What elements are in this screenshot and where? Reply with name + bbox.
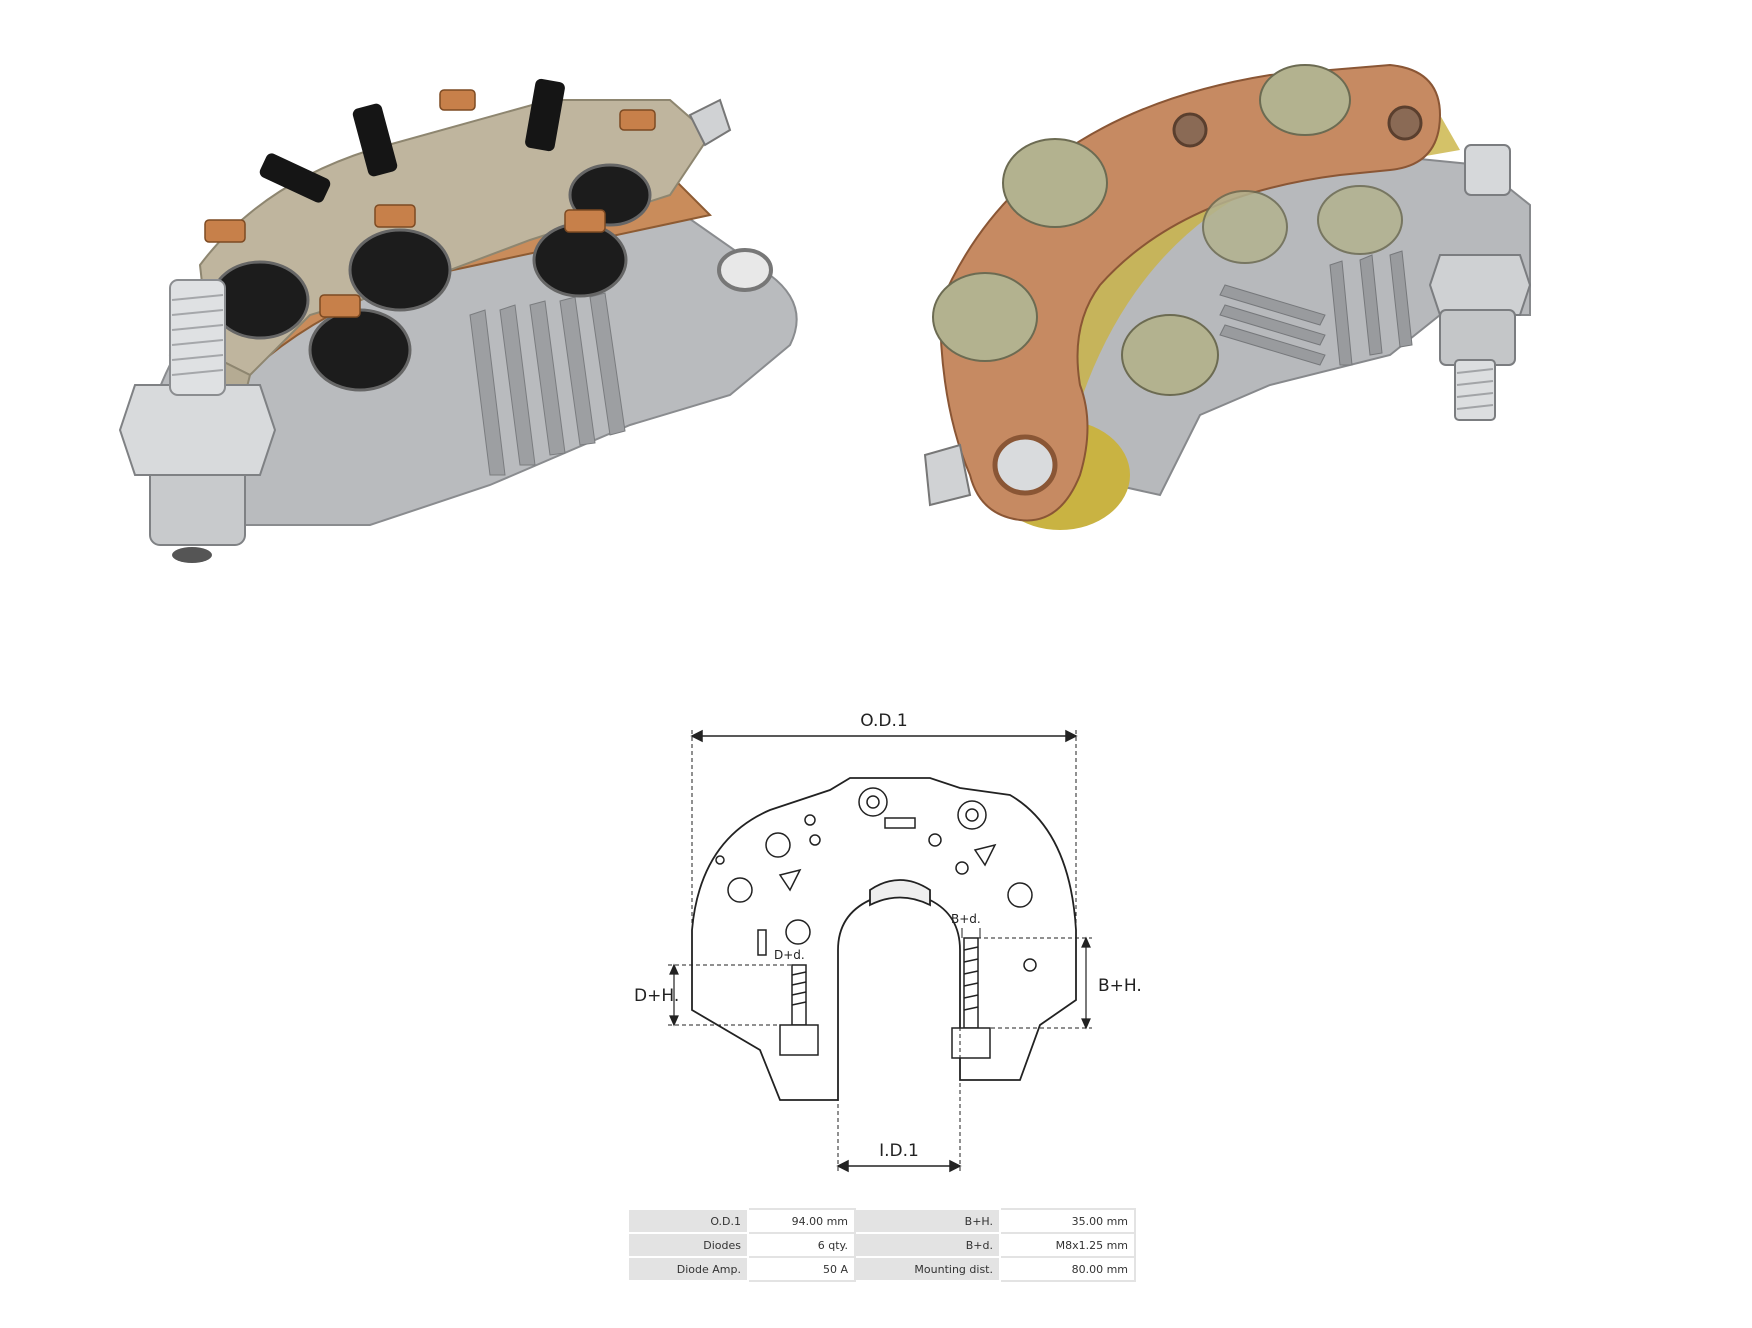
dimension-drawing: O.D.1 D+H (634, 711, 1142, 1173)
bolt-terminal (1428, 144, 1532, 421)
dh-label: D+H. (634, 986, 679, 1006)
bh-label: B+H. (1098, 976, 1142, 996)
spade-clip (688, 98, 732, 147)
mounting-hole (992, 434, 1058, 496)
spec-label: Diode Amp. (627, 1256, 749, 1282)
screw-b (951, 937, 991, 1059)
spec-label: Mounting dist. (854, 1256, 1001, 1282)
axial-diodes (259, 78, 565, 203)
spec-label: Diodes (627, 1232, 749, 1258)
heatsink-fins (469, 292, 626, 476)
plate-hole (1387, 105, 1423, 141)
rectifier-outline (691, 777, 1077, 1101)
press-fit-diodes (932, 64, 1403, 396)
spec-value: 6 qty. (747, 1232, 856, 1258)
spec-value: 94.00 mm (747, 1208, 856, 1234)
bh-dimension (970, 936, 1092, 1030)
id-dimension (836, 950, 962, 1173)
table-row: Diode Amp. 50 A Mounting dist. 80.00 mm (627, 1256, 1136, 1282)
drawing-details (715, 787, 1037, 972)
dd-label: D+d. (774, 948, 805, 962)
diode-wells (210, 163, 652, 392)
bd-label: B+d. (951, 912, 981, 926)
spec-value: 35.00 mm (999, 1208, 1136, 1234)
spec-value: 50 A (747, 1256, 856, 1282)
od-label: O.D.1 (860, 711, 907, 731)
spec-label: B+H. (854, 1208, 1001, 1234)
table-row: Diodes 6 qty. B+d. M8x1.25 mm (627, 1232, 1136, 1258)
plate-hole (1172, 112, 1208, 148)
od-dimension (690, 729, 1078, 930)
bolt-terminal (118, 279, 277, 563)
spec-table: O.D.1 94.00 mm B+H. 35.00 mm Diodes 6 qt… (627, 1208, 1136, 1282)
spade-clip (923, 443, 972, 507)
copper-terminals (204, 89, 656, 318)
rectifier-photo-top (118, 78, 798, 563)
id-label: I.D.1 (879, 1141, 919, 1161)
spec-label: B+d. (854, 1232, 1001, 1258)
spec-value: M8x1.25 mm (999, 1232, 1136, 1258)
mounting-hole (717, 248, 773, 292)
spec-value: 80.00 mm (999, 1256, 1136, 1282)
spec-label: O.D.1 (627, 1208, 749, 1234)
screw-d (779, 964, 819, 1056)
rectifier-photo-bottom (923, 63, 1532, 530)
table-row: O.D.1 94.00 mm B+H. 35.00 mm (627, 1208, 1136, 1234)
heatsink-fins (1219, 250, 1413, 366)
dh-dimension (668, 963, 800, 1027)
